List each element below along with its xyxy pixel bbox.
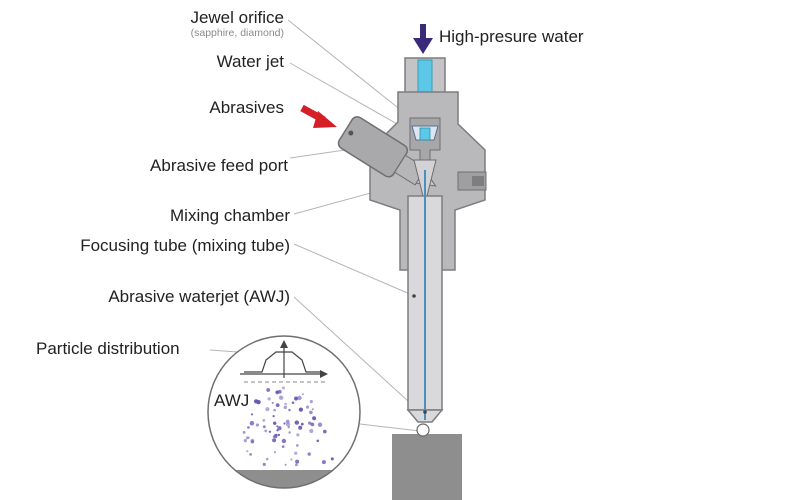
abrasive-particle: [311, 408, 314, 411]
abrasive-particle: [272, 438, 277, 443]
abrasive-particle: [246, 450, 249, 453]
abrasive-particle: [317, 422, 323, 427]
abrasive-particle: [310, 422, 314, 426]
abrasive-particle: [272, 415, 275, 418]
abrasive-particle: [307, 452, 311, 456]
abrasive-particle: [281, 386, 285, 390]
abrasive-particle: [312, 416, 317, 421]
impact-point: [416, 423, 430, 437]
label-particle-distribution: Particle distribution: [36, 339, 180, 358]
leader-magnifier: [359, 423, 421, 432]
abrasive-particle: [281, 445, 285, 448]
abrasive-particle: [268, 430, 272, 433]
abrasive-particle: [275, 403, 280, 408]
abrasive-particle: [254, 399, 259, 404]
abrasive-particle: [330, 457, 334, 461]
abrasive-particle: [290, 458, 293, 461]
label-jewel-orifice: Jewel orifice: [190, 8, 284, 27]
nozzle-body: [337, 57, 487, 423]
label-focusing-tube: Focusing tube (mixing tube): [80, 236, 290, 255]
abrasive-particle: [288, 431, 291, 434]
abrasive-particle: [265, 457, 269, 461]
abrasive-particle: [247, 436, 250, 439]
abrasive-particle: [295, 463, 298, 467]
abrasive-particle: [273, 408, 276, 412]
abrasive-particle: [296, 444, 299, 447]
abrasive-particle: [283, 405, 287, 410]
abrasive-particle: [295, 459, 300, 464]
diagonal-arrow-icon: [300, 104, 337, 128]
down-arrow-icon: [413, 24, 433, 54]
abrasive-particle: [309, 410, 313, 415]
abrasive-particle: [294, 420, 299, 425]
abrasive-particle: [321, 460, 326, 465]
abrasive-particle: [262, 418, 266, 422]
abrasive-particle: [255, 423, 259, 427]
label-awj: AWJ: [214, 391, 250, 410]
abrasive-particle: [273, 421, 277, 425]
abrasive-particle: [249, 420, 255, 426]
label-water-jet: Water jet: [216, 52, 284, 71]
abrasive-particle: [281, 438, 287, 444]
abrasive-particle: [316, 439, 320, 443]
label-abrasive-feed-port: Abrasive feed port: [150, 156, 288, 175]
abrasive-particle: [275, 390, 279, 394]
leader-abrasive-waterjet: [293, 296, 421, 413]
label-abrasives: Abrasives: [209, 98, 284, 117]
abrasive-particle: [247, 426, 250, 429]
abrasive-particle: [272, 435, 275, 438]
abrasive-particle: [249, 453, 253, 456]
abrasive-particle: [265, 407, 270, 412]
abrasive-particle: [278, 395, 284, 400]
label-abrasive-waterjet: Abrasive waterjet (AWJ): [108, 287, 290, 306]
label-jewel-orifice-sub: (sapphire, diamond): [190, 27, 284, 39]
magnified-workpiece: [208, 470, 360, 488]
abrasive-particle: [274, 451, 277, 454]
abrasive-particle: [285, 422, 291, 427]
abrasive-particle: [305, 405, 310, 409]
abrasive-particle: [250, 413, 254, 416]
abrasive-particle: [298, 425, 303, 430]
leader-abrasive-feed-port: [289, 149, 346, 159]
abrasive-particle: [250, 438, 255, 443]
abrasive-particle: [298, 407, 303, 412]
abrasive-particle: [266, 388, 271, 392]
abrasive-particle: [300, 422, 304, 426]
magnifier-circle: [207, 335, 361, 489]
leader-focusing-tube: [293, 243, 413, 296]
abrasive-particle: [283, 422, 286, 425]
abrasive-particle: [277, 426, 282, 431]
abrasive-particle: [264, 429, 268, 433]
abrasive-particle: [262, 425, 266, 429]
abrasive-particle: [323, 429, 327, 434]
abrasive-particle: [297, 395, 302, 401]
abrasive-particle: [294, 451, 298, 455]
particle-cloud: [242, 386, 334, 467]
abrasive-particle: [271, 401, 274, 404]
label-mixing-chamber: Mixing chamber: [170, 206, 290, 225]
abrasive-particle: [309, 428, 314, 434]
abrasive-particle: [301, 393, 304, 396]
abrasive-particle: [288, 408, 291, 412]
abrasive-particle: [267, 397, 271, 401]
abrasive-particle: [284, 402, 287, 406]
abrasive-particle: [309, 400, 313, 404]
abrasive-particle: [284, 463, 287, 466]
abrasive-particle: [291, 401, 295, 405]
abrasive-particle: [294, 396, 298, 401]
abrasive-particle: [242, 431, 246, 434]
workpiece: [392, 434, 462, 500]
abrasive-particle: [276, 425, 279, 428]
abrasive-particle: [277, 433, 280, 436]
label-high-pressure-water: High-presure water: [439, 27, 584, 46]
abrasive-particle: [262, 462, 266, 466]
abrasive-particle: [243, 439, 247, 443]
abrasive-particle: [296, 433, 300, 437]
